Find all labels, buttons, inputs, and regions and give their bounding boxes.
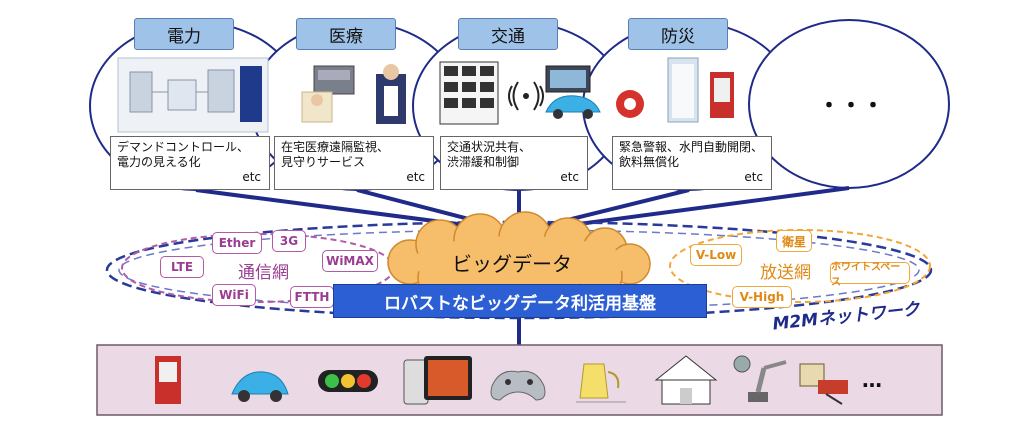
comm-network-label: 通信網 bbox=[238, 263, 289, 283]
desc-line-2: 渋滞緩和制御 bbox=[447, 155, 520, 169]
desc-line-2: 飲料無償化 bbox=[619, 155, 680, 169]
broadcast-tag-satellite: 衛星 bbox=[776, 230, 812, 252]
comm-tag-3g: 3G bbox=[272, 230, 306, 252]
device-kettle bbox=[576, 363, 626, 403]
comm-tag-wimax: WiMAX bbox=[322, 250, 378, 272]
category-label-disaster: 防災 bbox=[628, 18, 728, 50]
broadcast-network-label: 放送網 bbox=[760, 263, 811, 283]
device-vending-machine bbox=[155, 356, 181, 404]
disaster-illustration bbox=[616, 57, 734, 123]
category-desc-medical: 在宅医療遠隔監視、 見守りサービス etc bbox=[274, 136, 434, 190]
bigdata-cloud-fill bbox=[412, 236, 628, 288]
devices-ellipsis: … bbox=[862, 368, 882, 392]
category-label-power: 電力 bbox=[134, 18, 234, 50]
power-illustration bbox=[117, 57, 269, 133]
broadcast-tag-whitespace: ホワイトスペース bbox=[830, 262, 910, 288]
desc-line-1: デマンドコントロール、 bbox=[117, 140, 250, 154]
broadcast-tag-vhigh: V-High bbox=[732, 286, 792, 308]
more-categories-ellipsis: ・・・ bbox=[818, 94, 885, 119]
device-game-controller bbox=[490, 370, 546, 401]
desc-line-1: 緊急警報、水門自動開閉、 bbox=[619, 140, 764, 154]
comm-tag-wifi: WiFi bbox=[212, 284, 256, 306]
category-label-traffic: 交通 bbox=[458, 18, 558, 50]
broadcast-tag-vlow: V-Low bbox=[690, 244, 742, 266]
category-desc-traffic: 交通状況共有、 渋滞緩和制御 etc bbox=[440, 136, 588, 190]
category-desc-disaster: 緊急警報、水門自動開閉、 飲料無償化 etc bbox=[612, 136, 772, 190]
device-house bbox=[654, 355, 718, 405]
comm-tag-ether: Ether bbox=[212, 232, 262, 254]
desc-etc: etc bbox=[242, 170, 261, 184]
desc-line-1: 交通状況共有、 bbox=[447, 140, 532, 154]
desc-etc: etc bbox=[560, 170, 579, 184]
comm-tag-lte: LTE bbox=[160, 256, 204, 278]
medical-illustration bbox=[301, 64, 406, 124]
bigdata-label: ビッグデータ bbox=[452, 252, 572, 276]
desc-line-2: 電力の見える化 bbox=[117, 155, 201, 169]
desc-line-1: 在宅医療遠隔監視、 bbox=[281, 140, 390, 154]
device-sensor bbox=[799, 363, 848, 405]
category-label-medical: 医療 bbox=[296, 18, 396, 50]
bigdata-platform-bar: ロバストなビッグデータ利活用基盤 bbox=[333, 284, 707, 318]
desc-etc: etc bbox=[406, 170, 425, 184]
comm-tag-ftth: FTTH bbox=[290, 286, 334, 308]
category-desc-power: デマンドコントロール、 電力の見える化 etc bbox=[110, 136, 270, 190]
desc-etc: etc bbox=[744, 170, 763, 184]
desc-line-2: 見守りサービス bbox=[281, 155, 366, 169]
device-robot-arm bbox=[733, 355, 787, 402]
traffic-illustration bbox=[439, 61, 601, 125]
device-smartphone-tablet bbox=[403, 356, 472, 405]
device-traffic-light bbox=[318, 370, 378, 392]
device-car bbox=[231, 371, 289, 402]
